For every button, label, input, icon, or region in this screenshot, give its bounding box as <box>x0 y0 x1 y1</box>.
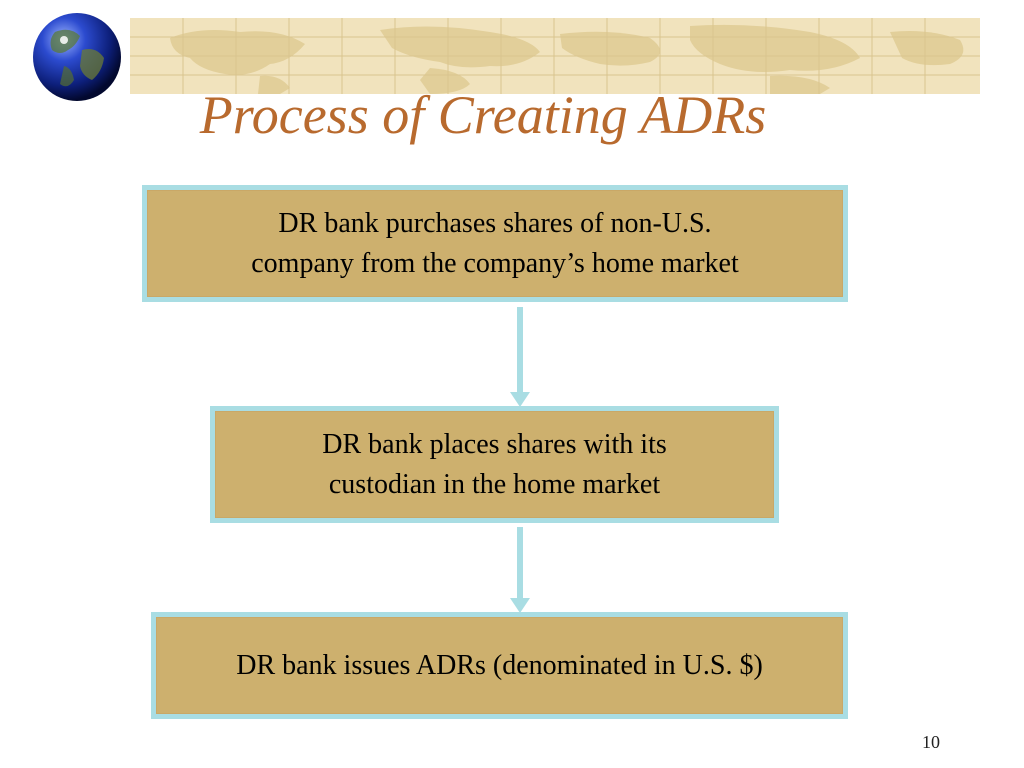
step-box-custodian: DR bank places shares with its custodian… <box>210 406 779 523</box>
world-map-banner <box>130 18 980 94</box>
step-2-line-2: custodian in the home market <box>328 468 661 500</box>
step-1-line-2: company from the company’s home market <box>251 247 739 279</box>
arrow-step2-to-step3 <box>510 527 530 613</box>
page-number: 10 <box>922 732 940 752</box>
step-box-issue: DR bank issues ADRs (denominated in U.S.… <box>151 612 848 719</box>
globe-icon <box>33 13 121 101</box>
step-box-purchase: DR bank purchases shares of non-U.S. com… <box>142 185 848 302</box>
arrow-step1-to-step2 <box>510 307 530 407</box>
slide-title: Process of Creating ADRs <box>199 85 767 145</box>
step-2-line-1: DR bank places shares with its <box>322 428 667 460</box>
step-1-line-1: DR bank purchases shares of non-U.S. <box>278 207 712 239</box>
step-3-line-1: DR bank issues ADRs (denominated in U.S.… <box>236 649 763 681</box>
